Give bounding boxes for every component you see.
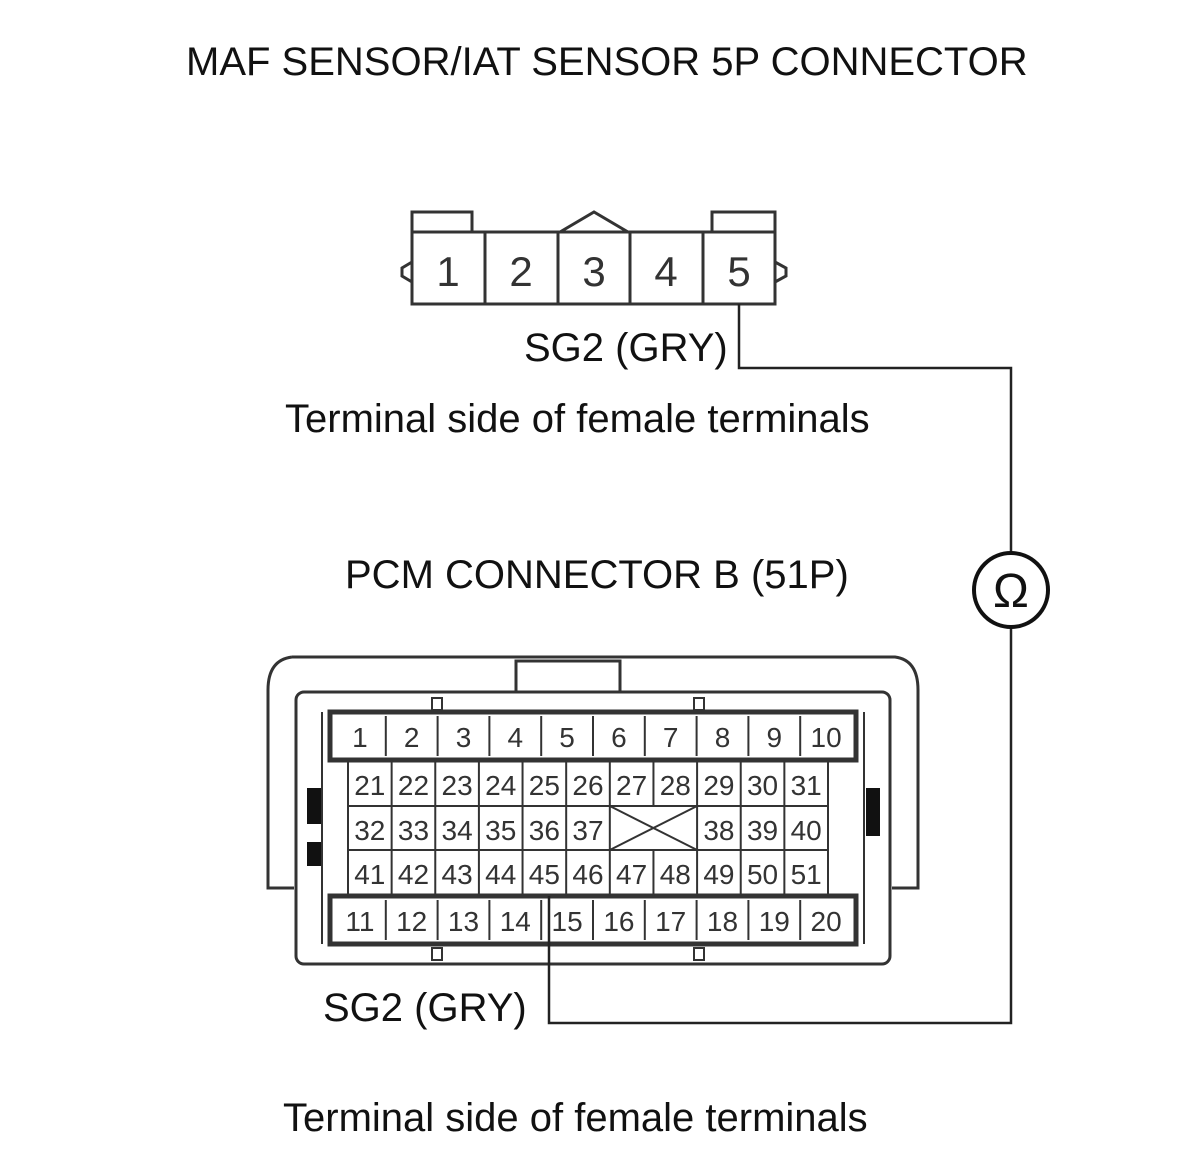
pin-label: 43: [442, 859, 473, 890]
pin-label: 15: [552, 906, 583, 937]
pcm-view-note: Terminal side of female terminals: [283, 1096, 868, 1140]
pin-label: 8: [715, 722, 731, 753]
ohmmeter-icon: Ω: [972, 551, 1050, 629]
pin-label: 20: [811, 906, 842, 937]
pin-label: 10: [811, 722, 842, 753]
pin-label: 16: [603, 906, 634, 937]
pcm-wire-label: SG2 (GRY): [323, 986, 527, 1030]
pin-label: 11: [345, 906, 374, 937]
pin-label: 50: [747, 859, 778, 890]
maf-pin-labels: 1 2 3 4 5: [436, 248, 750, 295]
pin-label: 6: [611, 722, 627, 753]
pin-label: 4: [654, 248, 677, 295]
pin-label: 22: [398, 770, 429, 801]
pin-label: 47: [616, 859, 647, 890]
pin-label: 1: [352, 722, 368, 753]
pin-label: 34: [442, 815, 473, 846]
pin-label: 13: [448, 906, 479, 937]
pin-label: 4: [508, 722, 524, 753]
maf-connector: [400, 210, 788, 306]
pin-label: 39: [747, 815, 778, 846]
pin-label: 41: [354, 859, 385, 890]
pcm-connector-title: PCM CONNECTOR B (51P): [345, 553, 849, 597]
pin-label: 29: [703, 770, 734, 801]
pin-label: 51: [791, 859, 822, 890]
pin-label: 1: [436, 248, 459, 295]
pin-label: 24: [485, 770, 516, 801]
pin-label: 9: [767, 722, 783, 753]
pin-label: 17: [655, 906, 686, 937]
pin-label: 19: [759, 906, 790, 937]
pin-label: 45: [529, 859, 560, 890]
pin-label: 36: [529, 815, 560, 846]
pin-label: 2: [404, 722, 420, 753]
pin-label: 18: [707, 906, 738, 937]
pin-label: 21: [354, 770, 385, 801]
pin-label: 2: [509, 248, 532, 295]
pin-label: 14: [500, 906, 531, 937]
pin-label: 3: [456, 722, 472, 753]
pin-label: 48: [660, 859, 691, 890]
maf-wire-label: SG2 (GRY): [524, 326, 728, 370]
pcm-terminal-grid: [348, 716, 828, 940]
pin-label: 27: [616, 770, 647, 801]
pin-label: 12: [396, 906, 427, 937]
pin-label: 40: [791, 815, 822, 846]
pcm-connector: [266, 655, 920, 966]
pin-label: 42: [398, 859, 429, 890]
maf-connector-title: MAF SENSOR/IAT SENSOR 5P CONNECTOR: [186, 40, 1028, 84]
pin-label: 23: [442, 770, 473, 801]
pin-label: 32: [354, 815, 385, 846]
pin-label: 28: [660, 770, 691, 801]
pin-label: 5: [727, 248, 750, 295]
pin-label: 26: [572, 770, 603, 801]
pin-label: 33: [398, 815, 429, 846]
pin-label: 38: [703, 815, 734, 846]
pin-label: 25: [529, 770, 560, 801]
pin-label: 31: [791, 770, 822, 801]
pin-label: 35: [485, 815, 516, 846]
pcm-lock-tabs: [307, 788, 880, 866]
pin-label: 3: [582, 248, 605, 295]
test-wire: [547, 304, 1013, 1025]
pin-label: 46: [572, 859, 603, 890]
pin-label: 5: [559, 722, 575, 753]
pin-label: 30: [747, 770, 778, 801]
pin-label: 49: [703, 859, 734, 890]
pin-label: 37: [572, 815, 603, 846]
pin-label: 7: [663, 722, 679, 753]
pin-label: 44: [485, 859, 516, 890]
ohm-symbol: Ω: [993, 565, 1029, 618]
maf-view-note: Terminal side of female terminals: [285, 397, 870, 441]
